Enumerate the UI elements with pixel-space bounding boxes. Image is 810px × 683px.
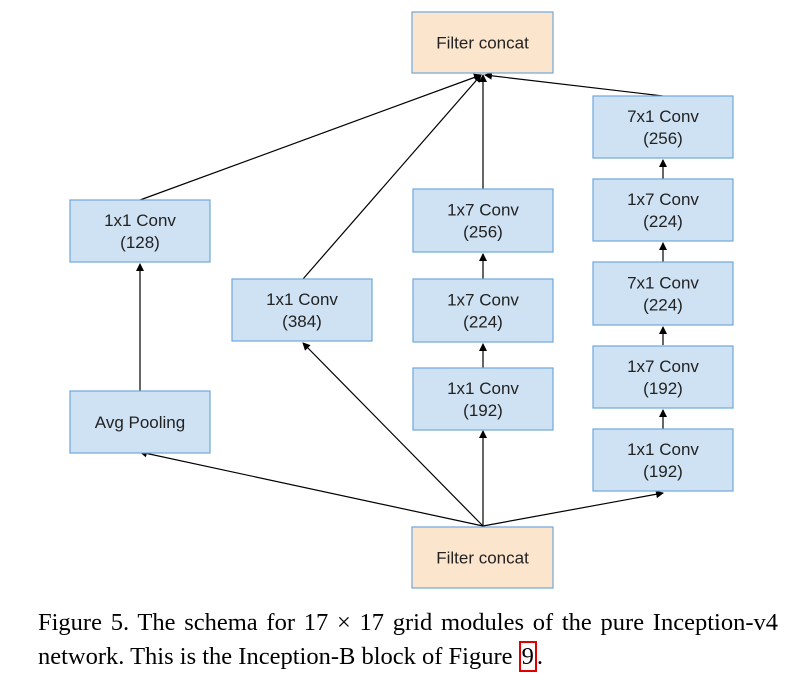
figure-reference-link[interactable]: 9 [518, 641, 537, 672]
node-label-line: 1x7 Conv [627, 190, 699, 209]
node-label-line: (224) [643, 296, 683, 315]
node-box [231, 278, 373, 342]
node-label-line: 1x1 Conv [627, 440, 699, 459]
node-b3-conv1: 1x1 Conv (192) [412, 367, 554, 431]
node-label-line: Avg Pooling [95, 413, 185, 432]
node-avg-pooling: Avg Pooling [69, 390, 211, 454]
node-b1-conv: 1x1 Conv (128) [69, 199, 211, 263]
node-box [412, 278, 554, 343]
edge-b2-to-concat [302, 74, 482, 280]
node-label-line: 1x7 Conv [627, 357, 699, 376]
node-box [69, 199, 211, 263]
node-label-line: 1x7 Conv [447, 291, 519, 310]
node-box [412, 188, 554, 253]
node-label-line: (384) [282, 312, 322, 331]
node-bottom-concat: Filter concat [411, 526, 554, 589]
node-b3-conv3: 1x7 Conv (256) [412, 188, 554, 253]
caption-end: . [536, 643, 543, 670]
figure-caption: Figure 5. The schema for 17 × 17 grid mo… [38, 606, 778, 674]
node-label-line: (256) [643, 129, 683, 148]
node-label-line: 7x1 Conv [627, 274, 699, 293]
node-label-line: 1x7 Conv [447, 201, 519, 220]
node-label-line: Filter concat [436, 34, 529, 53]
node-box [411, 526, 554, 589]
node-label-line: 7x1 Conv [627, 107, 699, 126]
node-box [411, 11, 554, 74]
node-box [412, 367, 554, 431]
node-b4-conv5: 7x1 Conv (256) [592, 95, 734, 159]
node-top-concat: Filter concat [411, 11, 554, 74]
node-label-line: Filter concat [436, 549, 529, 568]
node-label-line: 1x1 Conv [104, 211, 176, 230]
edge-concat-to-b2 [302, 342, 484, 527]
node-label-line: (224) [463, 313, 503, 332]
edge-b1-to-concat [139, 73, 482, 201]
node-b4-conv2: 1x7 Conv (192) [592, 345, 734, 409]
node-label-line: (256) [463, 223, 503, 242]
edge-concat-to-b4 [482, 490, 664, 527]
caption-text: Figure 5. The schema for 17 × 17 grid mo… [38, 609, 778, 670]
node-b2-conv: 1x1 Conv (384) [231, 278, 373, 342]
node-label-line: (224) [643, 212, 683, 231]
edges [136, 71, 667, 527]
node-b4-conv4: 1x7 Conv (224) [592, 178, 734, 242]
node-box [69, 390, 211, 454]
node-b4-conv3: 7x1 Conv (224) [592, 261, 734, 326]
node-box [592, 261, 734, 326]
node-label-line: (192) [643, 379, 683, 398]
node-label-line: 1x1 Conv [266, 290, 338, 309]
node-box [592, 345, 734, 409]
node-box [592, 178, 734, 242]
node-label-line: 1x1 Conv [447, 379, 519, 398]
node-box [592, 428, 734, 492]
node-box [592, 95, 734, 159]
node-label-line: (192) [463, 401, 503, 420]
node-b3-conv2: 1x7 Conv (224) [412, 278, 554, 343]
node-b4-conv1: 1x1 Conv (192) [592, 428, 734, 492]
edge-b4-to-concat [484, 71, 664, 97]
node-label-line: (192) [643, 462, 683, 481]
edge-concat-to-avgpool [139, 449, 484, 527]
node-label-line: (128) [120, 233, 160, 252]
